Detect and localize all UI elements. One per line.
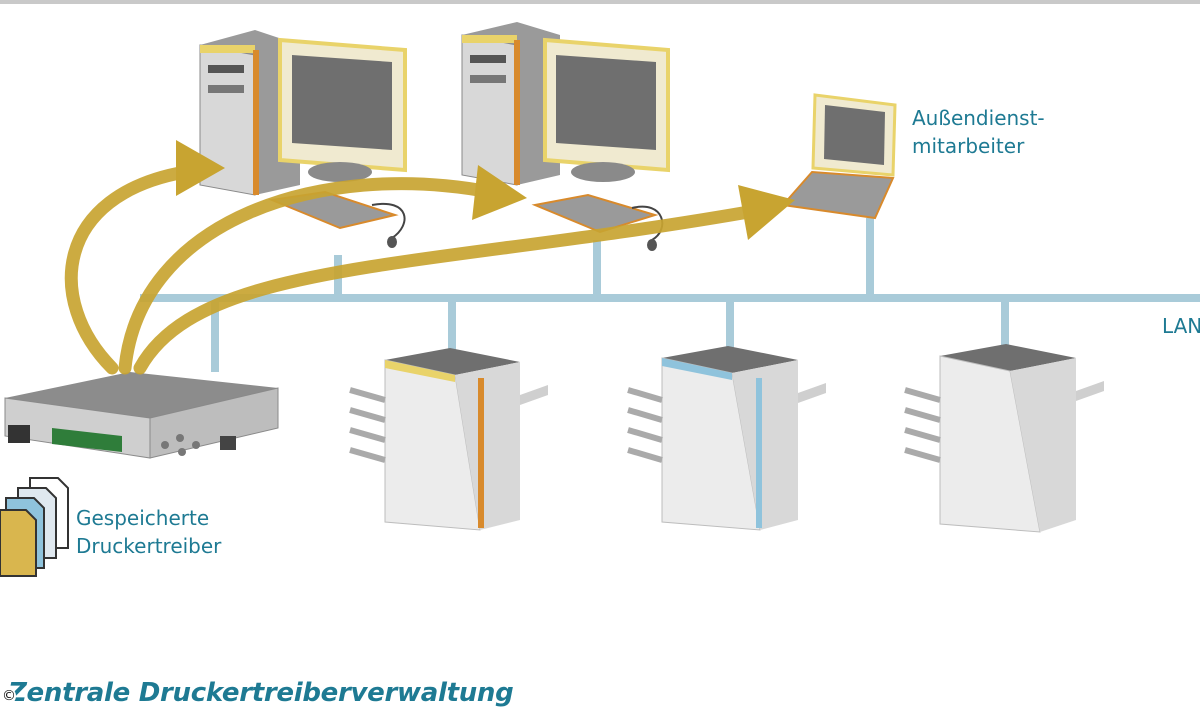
arrow-to-workstation-2 [118,177,497,375]
driver-distribution-arrows [64,165,767,375]
arrow-to-workstation-1 [64,165,192,375]
laptop-base [781,170,895,220]
printer-2 [627,346,826,531]
diagram-caption: Zentrale Druckertreiberverwaltung [8,678,514,708]
field-staff-label-line2: mitarbeiter [912,134,1025,158]
printer-3 [904,344,1104,533]
laptop [781,93,897,220]
monitor-1-screen [292,55,392,150]
lan-label: LAN [1162,314,1200,338]
arrowhead-workstation-1 [176,140,225,196]
monitor-2-screen [556,55,656,150]
copyright-mark: © [2,688,16,704]
arrowhead-laptop [738,185,795,240]
printer-1 [349,348,548,531]
mouse-2 [647,239,657,251]
arrowhead-workstation-2 [472,165,527,220]
lan-backbone [140,218,1200,372]
workstation-1 [199,30,407,248]
stored-drivers-icon [0,477,69,577]
workstation-2 [461,22,670,251]
arrow-to-laptop [133,203,767,375]
stored-drivers-label-line1: Gespeicherte [76,506,210,530]
laptop-screen [824,105,885,165]
field-staff-label: Außendienst- mitarbeiter [912,104,1045,160]
mouse-1 [387,236,397,248]
stored-drivers-label-line2: Druckertreiber [76,534,222,558]
server-display [52,428,122,452]
print-server [4,372,279,459]
stored-drivers-label: Gespeicherte Druckertreiber [76,504,221,560]
field-staff-label-line1: Außendienst- [912,106,1045,130]
keyboard-2 [531,193,659,234]
arrow-heads [176,140,795,240]
top-border [0,0,1200,4]
